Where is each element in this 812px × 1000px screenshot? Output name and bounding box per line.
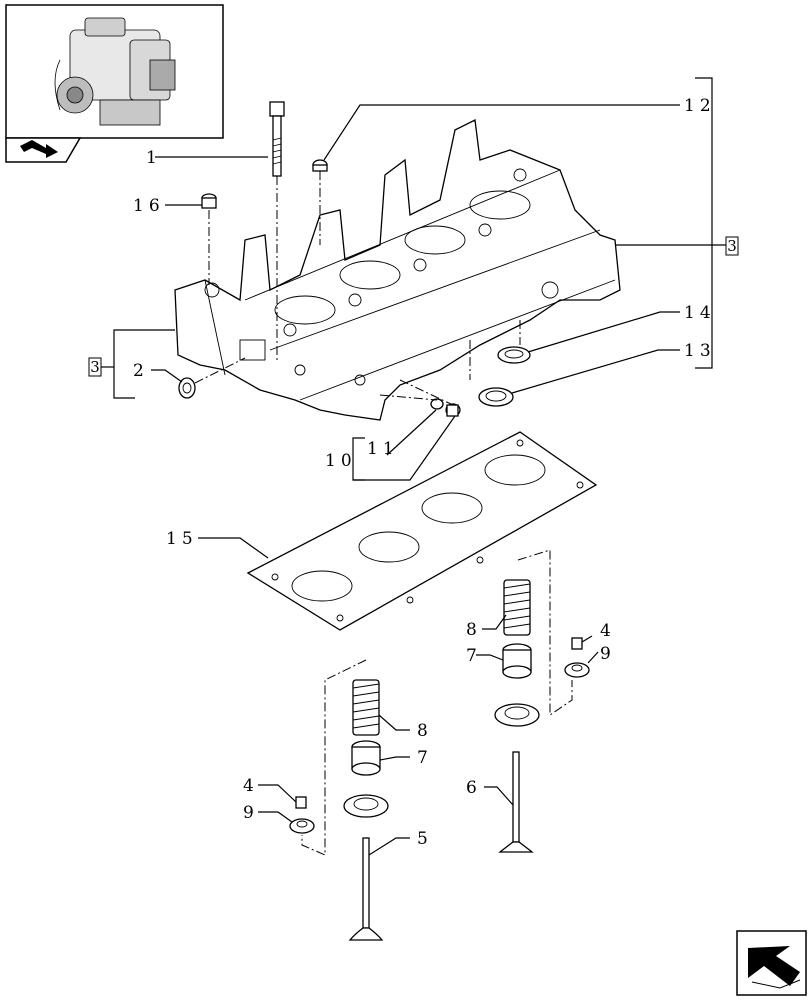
valve-spring	[503, 579, 531, 636]
label-15: 15	[166, 529, 198, 549]
callout-labels: 1 16 2 12 14 13 11 10 15 8 7 4 9 8 7 4 9…	[133, 96, 716, 849]
head-bolt	[269, 101, 285, 177]
valve-keeper	[571, 637, 583, 650]
label-14: 14	[684, 303, 716, 323]
leader-lines	[151, 104, 680, 856]
next-page-arrow-icon[interactable]	[736, 930, 807, 996]
seal-ring	[478, 346, 531, 407]
valve	[498, 751, 534, 853]
plug	[201, 193, 217, 209]
label-2: 2	[133, 361, 149, 381]
seal-ring	[178, 377, 196, 399]
spring-seat	[343, 794, 389, 818]
spring-seat	[494, 703, 540, 727]
label-16: 16	[133, 196, 165, 216]
valve	[348, 837, 384, 941]
head-gasket	[246, 431, 598, 631]
valve-stem-seal	[502, 643, 532, 679]
cylinder-head	[174, 119, 621, 421]
label-6: 6	[466, 778, 482, 798]
label-9-right: 9	[600, 644, 616, 664]
label-8-left: 8	[417, 721, 433, 741]
label-9-left: 9	[243, 803, 259, 823]
plug	[312, 159, 328, 172]
label-3-right: 3	[727, 237, 737, 255]
valve-stem-seal	[351, 740, 381, 776]
label-7-left: 7	[417, 748, 433, 768]
valve-spring	[352, 679, 380, 736]
plug	[430, 398, 461, 417]
label-3-left: 3	[90, 358, 100, 376]
label-12: 12	[684, 96, 716, 116]
label-4-right: 4	[600, 621, 616, 641]
reference-box-3: 3	[88, 357, 102, 377]
spring-retainer	[564, 662, 590, 678]
spring-retainer	[289, 818, 315, 834]
engine-thumbnail-icon[interactable]	[5, 4, 224, 139]
reference-box-3: 3	[725, 236, 739, 256]
label-10: 10	[325, 451, 357, 471]
label-8-right: 8	[466, 620, 482, 640]
label-1: 1	[146, 148, 162, 168]
valve-keeper	[295, 796, 307, 809]
label-13: 13	[684, 341, 716, 361]
back-arrow-icon[interactable]	[5, 137, 82, 163]
label-5: 5	[417, 829, 433, 849]
label-7-right: 7	[466, 646, 482, 666]
label-4-left: 4	[243, 776, 259, 796]
label-11: 11	[367, 439, 399, 459]
